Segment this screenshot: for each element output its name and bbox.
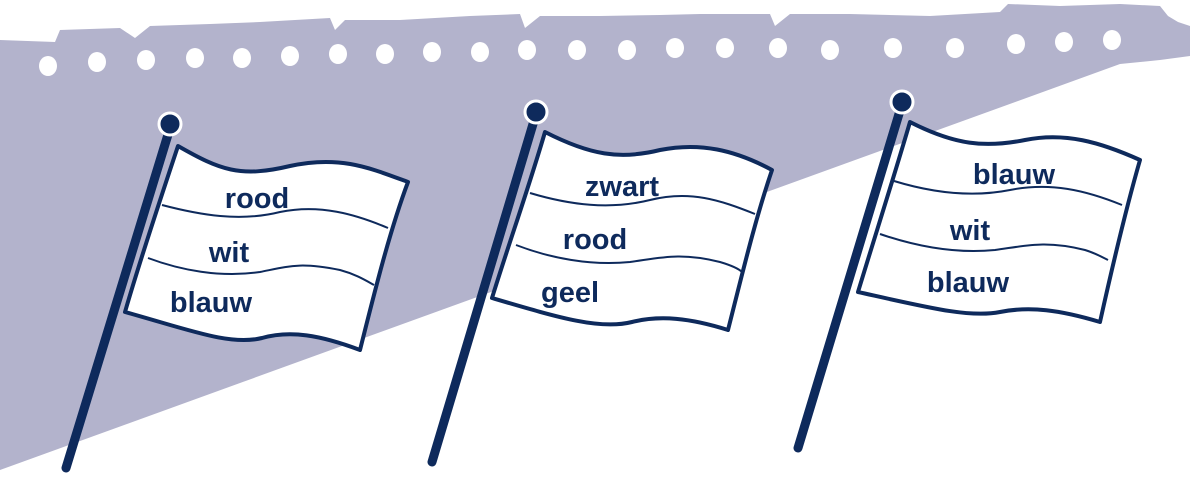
flag-1-stripe-2: wit — [208, 237, 250, 269]
flag-2-stripe-1: zwart — [585, 171, 659, 203]
flag-3: blauw wit blauw — [793, 89, 1142, 453]
stripe-divider — [515, 244, 743, 273]
flag-cloth — [490, 130, 774, 332]
stripe-divider — [529, 192, 756, 215]
flag-2-stripe-2: rood — [563, 224, 627, 256]
band-holes — [39, 30, 1121, 76]
flagpole — [427, 109, 541, 467]
flagpole — [793, 99, 907, 453]
flag-1-stripe-1: rood — [225, 183, 289, 215]
flag-2: zwart rood geel — [427, 99, 774, 467]
stripe-divider — [893, 180, 1123, 206]
stripe-divider — [161, 204, 389, 229]
flag-2-stripe-3: geel — [541, 277, 599, 309]
flag-cloth — [123, 144, 410, 352]
flagpole — [61, 123, 175, 473]
flagpole-knob — [523, 99, 549, 125]
stripe-divider — [879, 233, 1109, 261]
flagpole-knob — [889, 89, 915, 115]
flag-1-stripe-3: blauw — [170, 287, 253, 319]
flag-1: rood wit blauw — [61, 111, 410, 473]
stripe-divider — [147, 257, 375, 286]
flag-cloth — [856, 120, 1142, 324]
flag-3-stripe-2: wit — [949, 215, 991, 247]
flag-3-stripe-3: blauw — [927, 267, 1010, 299]
flag-3-stripe-1: blauw — [973, 159, 1056, 191]
flagpole-knob — [157, 111, 183, 137]
